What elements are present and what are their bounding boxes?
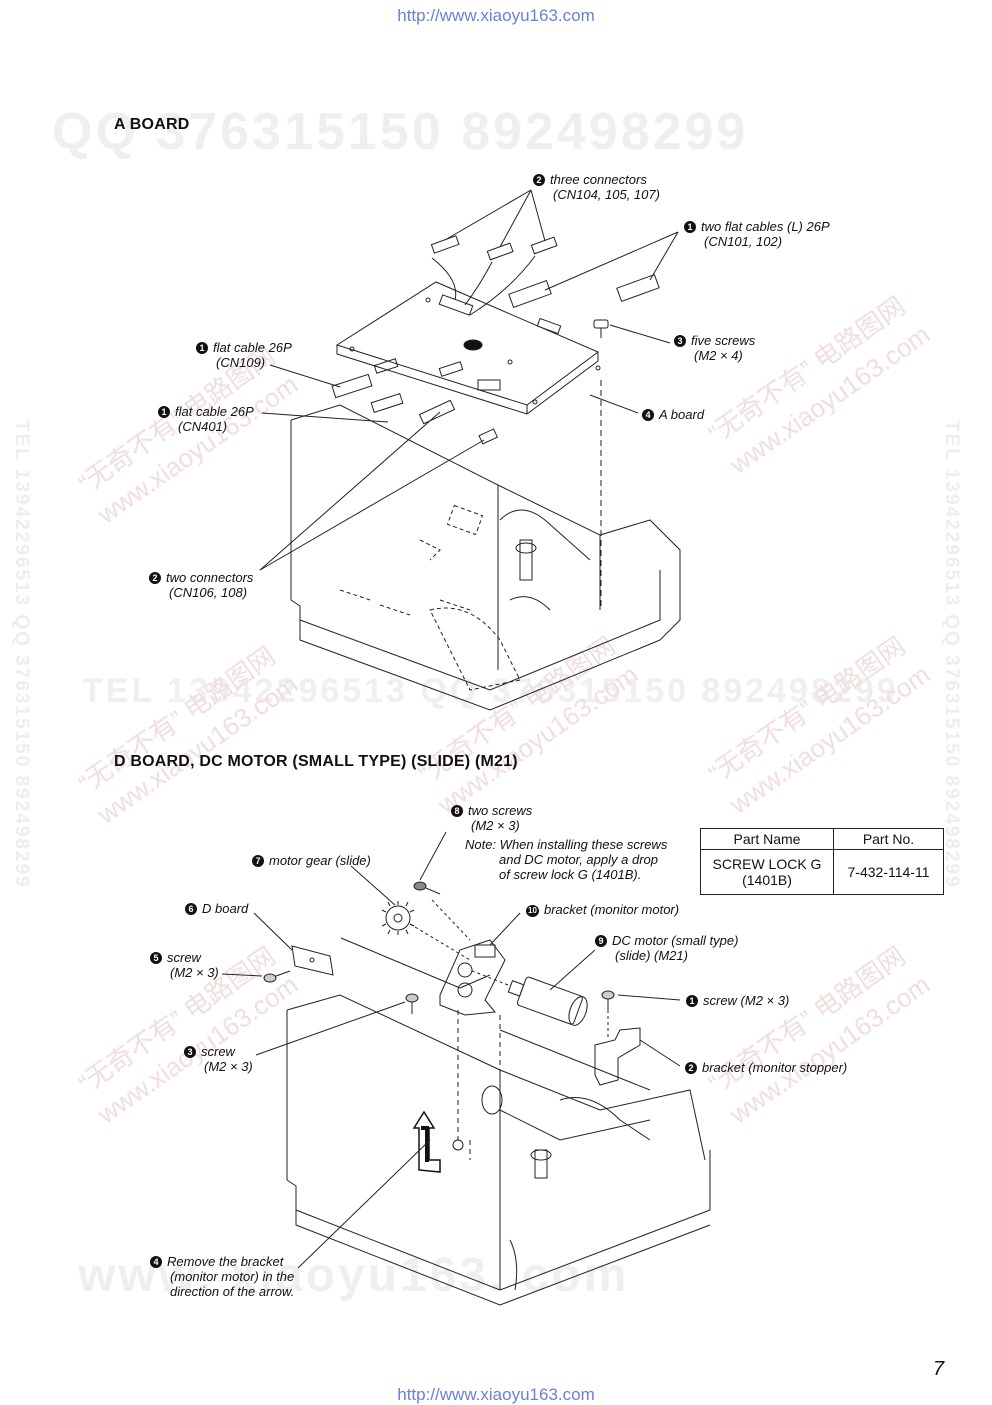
watermark-site: www. xiaoyu163. com: [78, 1249, 630, 1302]
watermark-side-left: TEL 13942296513 QQ 376315150 892498299: [11, 420, 32, 889]
note-screw-lock: Note: When installing these screws and D…: [465, 837, 668, 882]
table-cell-part-name: SCREW LOCK G (1401B): [700, 849, 834, 895]
watermark-qq: QQ 376315150 892498299: [52, 103, 749, 161]
table-cell-part-no: 7-432-114-11: [833, 849, 944, 895]
parts-table: Part Name Part No. SCREW LOCK G (1401B) …: [700, 828, 944, 895]
table-row: SCREW LOCK G (1401B) 7-432-114-11: [700, 849, 944, 895]
footer-url-link[interactable]: http://www.xiaoyu163.com: [397, 1385, 595, 1404]
d-board-plate: [291, 945, 334, 976]
watermark-tel: TEL 13942296513 QQ 376315150 892498299: [82, 672, 899, 710]
table-header: Part No.: [833, 828, 944, 850]
page-number: 7: [933, 1358, 945, 1380]
table-header: Part Name: [700, 828, 834, 850]
section-a-title: A BOARD: [114, 116, 190, 133]
section-d-title: D BOARD, DC MOTOR (SMALL TYPE) (SLIDE) (…: [114, 753, 518, 770]
header-url-link[interactable]: http://www.xiaoyu163.com: [397, 6, 595, 25]
